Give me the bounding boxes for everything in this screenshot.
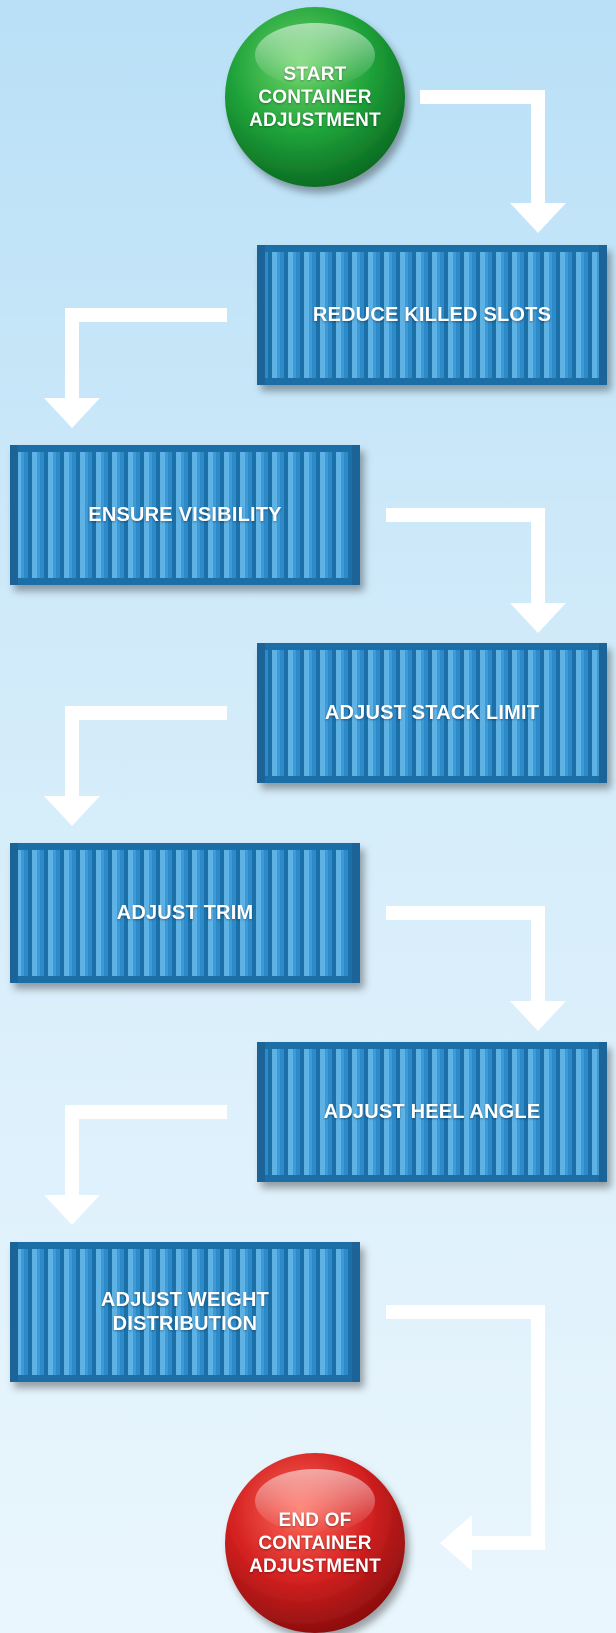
arrow-step2-to-step3: [386, 508, 545, 605]
arrow-step3-to-step4: [65, 706, 227, 798]
container-step-4: [10, 843, 360, 983]
container-step-1: [257, 245, 607, 385]
arrowhead-icon: [510, 1001, 566, 1031]
arrowhead-icon: [44, 796, 100, 826]
end-label: END OF CONTAINER ADJUSTMENT: [249, 1509, 381, 1577]
arrowhead-icon: [44, 398, 100, 428]
step-label-reduce-killed-slots: REDUCE KILLED SLOTS: [312, 304, 552, 326]
container-step-2: [10, 445, 360, 585]
arrow-start-to-step1: [420, 90, 545, 205]
arrow-step4-to-step5: [386, 906, 545, 1003]
end-node: [225, 1453, 405, 1633]
step-label-adjust-heel-angle: ADJUST HEEL ANGLE: [323, 1101, 541, 1123]
arrowhead-icon: [440, 1515, 472, 1571]
arrowhead-icon: [510, 603, 566, 633]
arrow-step6-to-end: [386, 1305, 545, 1550]
container-step-5: [257, 1042, 607, 1182]
container-step-3: [257, 643, 607, 783]
step-label-adjust-trim: ADJUST TRIM: [116, 902, 254, 924]
arrowhead-icon: [44, 1195, 100, 1225]
step-label-ensure-visibility: ENSURE VISIBILITY: [88, 504, 282, 526]
arrowhead-icon: [510, 203, 566, 233]
start-label: START CONTAINER ADJUSTMENT: [249, 63, 381, 131]
step-label-adjust-weight-distribution: ADJUST WEIGHT DISTRIBUTION: [100, 1289, 270, 1335]
arrow-step5-to-step6: [65, 1105, 227, 1197]
start-node: [225, 7, 405, 187]
arrow-step1-to-step2: [65, 308, 227, 400]
container-step-6: [10, 1242, 360, 1382]
step-label-adjust-stack-limit: ADJUST STACK LIMIT: [324, 702, 540, 724]
